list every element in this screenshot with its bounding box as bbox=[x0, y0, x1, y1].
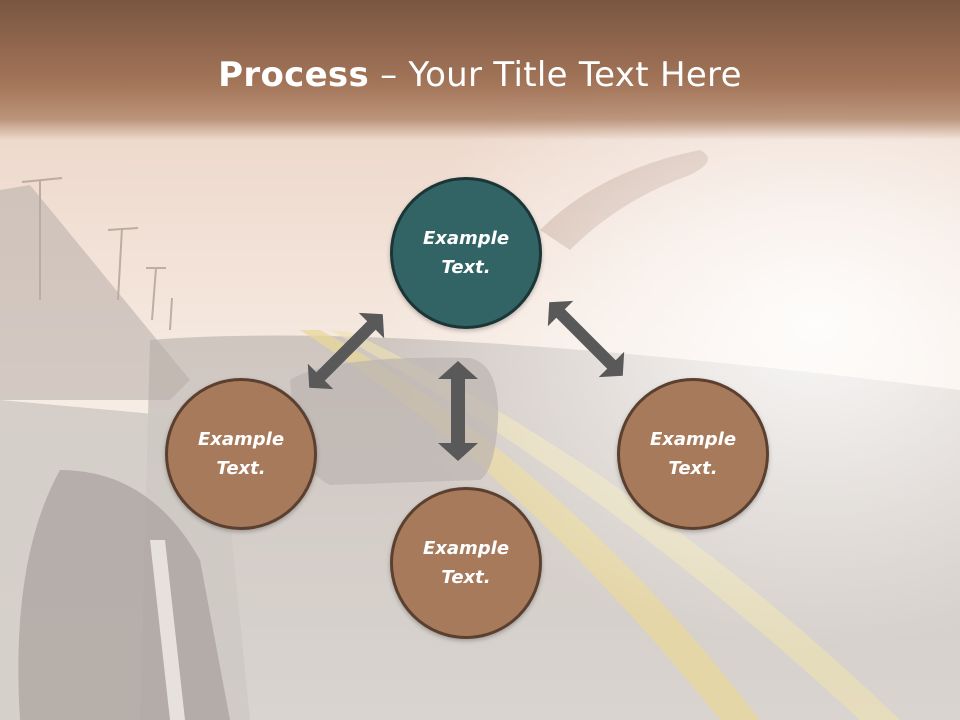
process-node-top: Example Text. bbox=[390, 177, 542, 329]
arrow-top-right bbox=[547, 300, 625, 378]
node-top-text: Example Text. bbox=[422, 228, 510, 278]
process-node-left: Example Text. bbox=[165, 378, 317, 530]
node-left-text: Example Text. bbox=[197, 429, 285, 479]
node-bottom-text: Example Text. bbox=[422, 538, 510, 588]
arrow-vertical bbox=[438, 361, 478, 461]
node-right-text: Example Text. bbox=[649, 429, 737, 479]
slide-title: Process – Your Title Text Here bbox=[0, 52, 960, 98]
process-node-bottom: Example Text. bbox=[390, 487, 542, 639]
title-band bbox=[0, 0, 960, 140]
process-node-right: Example Text. bbox=[617, 378, 769, 530]
arrow-top-left bbox=[307, 312, 385, 390]
title-rest: – Your Title Text Here bbox=[369, 55, 742, 95]
title-bold: Process bbox=[218, 55, 370, 95]
